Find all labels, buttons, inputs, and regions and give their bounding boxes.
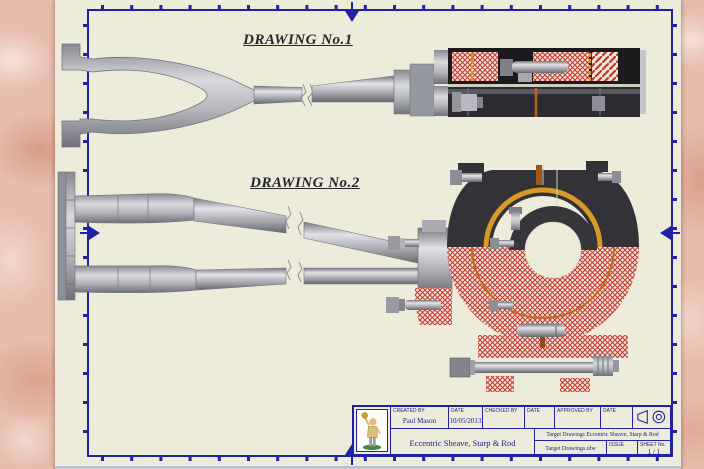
issue-cell: ISSUE — [607, 441, 638, 456]
field-created-date: DATE 10/05/2013 — [449, 407, 483, 428]
third-angle-projection-icon — [637, 409, 666, 425]
title-block-fields-row: CREATED BY Paul Mason DATE 10/05/2013 CH… — [391, 407, 670, 429]
section-hatch-diagonal — [592, 52, 618, 81]
title-block: CREATED BY Paul Mason DATE 10/05/2013 CH… — [352, 405, 672, 456]
arrow-right-icon — [80, 226, 100, 240]
field-created-by: CREATED BY Paul Mason — [391, 407, 449, 428]
drawing2-title: DRAWING No.2 — [250, 175, 360, 191]
rod-end-block — [417, 227, 453, 297]
shaft-bore — [524, 221, 582, 279]
field-approved-date: DATE — [601, 407, 633, 428]
cotter-bolt — [500, 59, 568, 82]
fork-flange-side — [57, 171, 76, 301]
break-line — [300, 83, 314, 107]
section-hatch — [452, 52, 498, 81]
field-approved-by: APPROVED BY — [555, 407, 601, 428]
mascot-trophy-figure-icon — [361, 412, 382, 451]
section-hatch — [447, 247, 639, 344]
field-checked-by: CHECKED BY — [483, 407, 525, 428]
field-checked-date: DATE — [525, 407, 555, 428]
drawing-title: Eccentric Sheave, Starp & Rod — [391, 429, 535, 456]
brass-ring — [483, 187, 603, 248]
strap-bolts — [386, 170, 621, 337]
project-title: Target Drawings Eccentric Sheave, Starp … — [535, 429, 670, 441]
company-logo — [356, 409, 388, 452]
rod-arms — [74, 193, 453, 297]
break-line — [285, 205, 304, 283]
strap-section-view — [434, 48, 646, 117]
drawing2-view — [57, 161, 639, 392]
drawing-sheet: DRAWING No.1 DRAWING No.2 CREA — [55, 0, 681, 469]
logo-cell — [354, 407, 391, 454]
projection-symbol-cell — [633, 407, 670, 428]
bottom-through-bolt — [449, 356, 619, 378]
drawing1-view — [61, 43, 646, 148]
fork-end — [61, 43, 257, 148]
sheet-number-cell: SHEET No. 1 / 1 — [640, 442, 666, 456]
section-hatch — [478, 335, 628, 358]
arrow-down-icon — [345, 2, 359, 22]
file-name: Target Drawings.idw — [535, 441, 607, 456]
sheave-assembly — [386, 161, 639, 392]
sheet-bottom-edge — [55, 466, 681, 469]
arrow-left-icon — [660, 226, 680, 240]
drawing1-title: DRAWING No.1 — [243, 32, 353, 48]
rod-shaft — [253, 63, 435, 117]
drawing-canvas — [57, 2, 680, 465]
strap-bolt-head — [452, 92, 483, 112]
